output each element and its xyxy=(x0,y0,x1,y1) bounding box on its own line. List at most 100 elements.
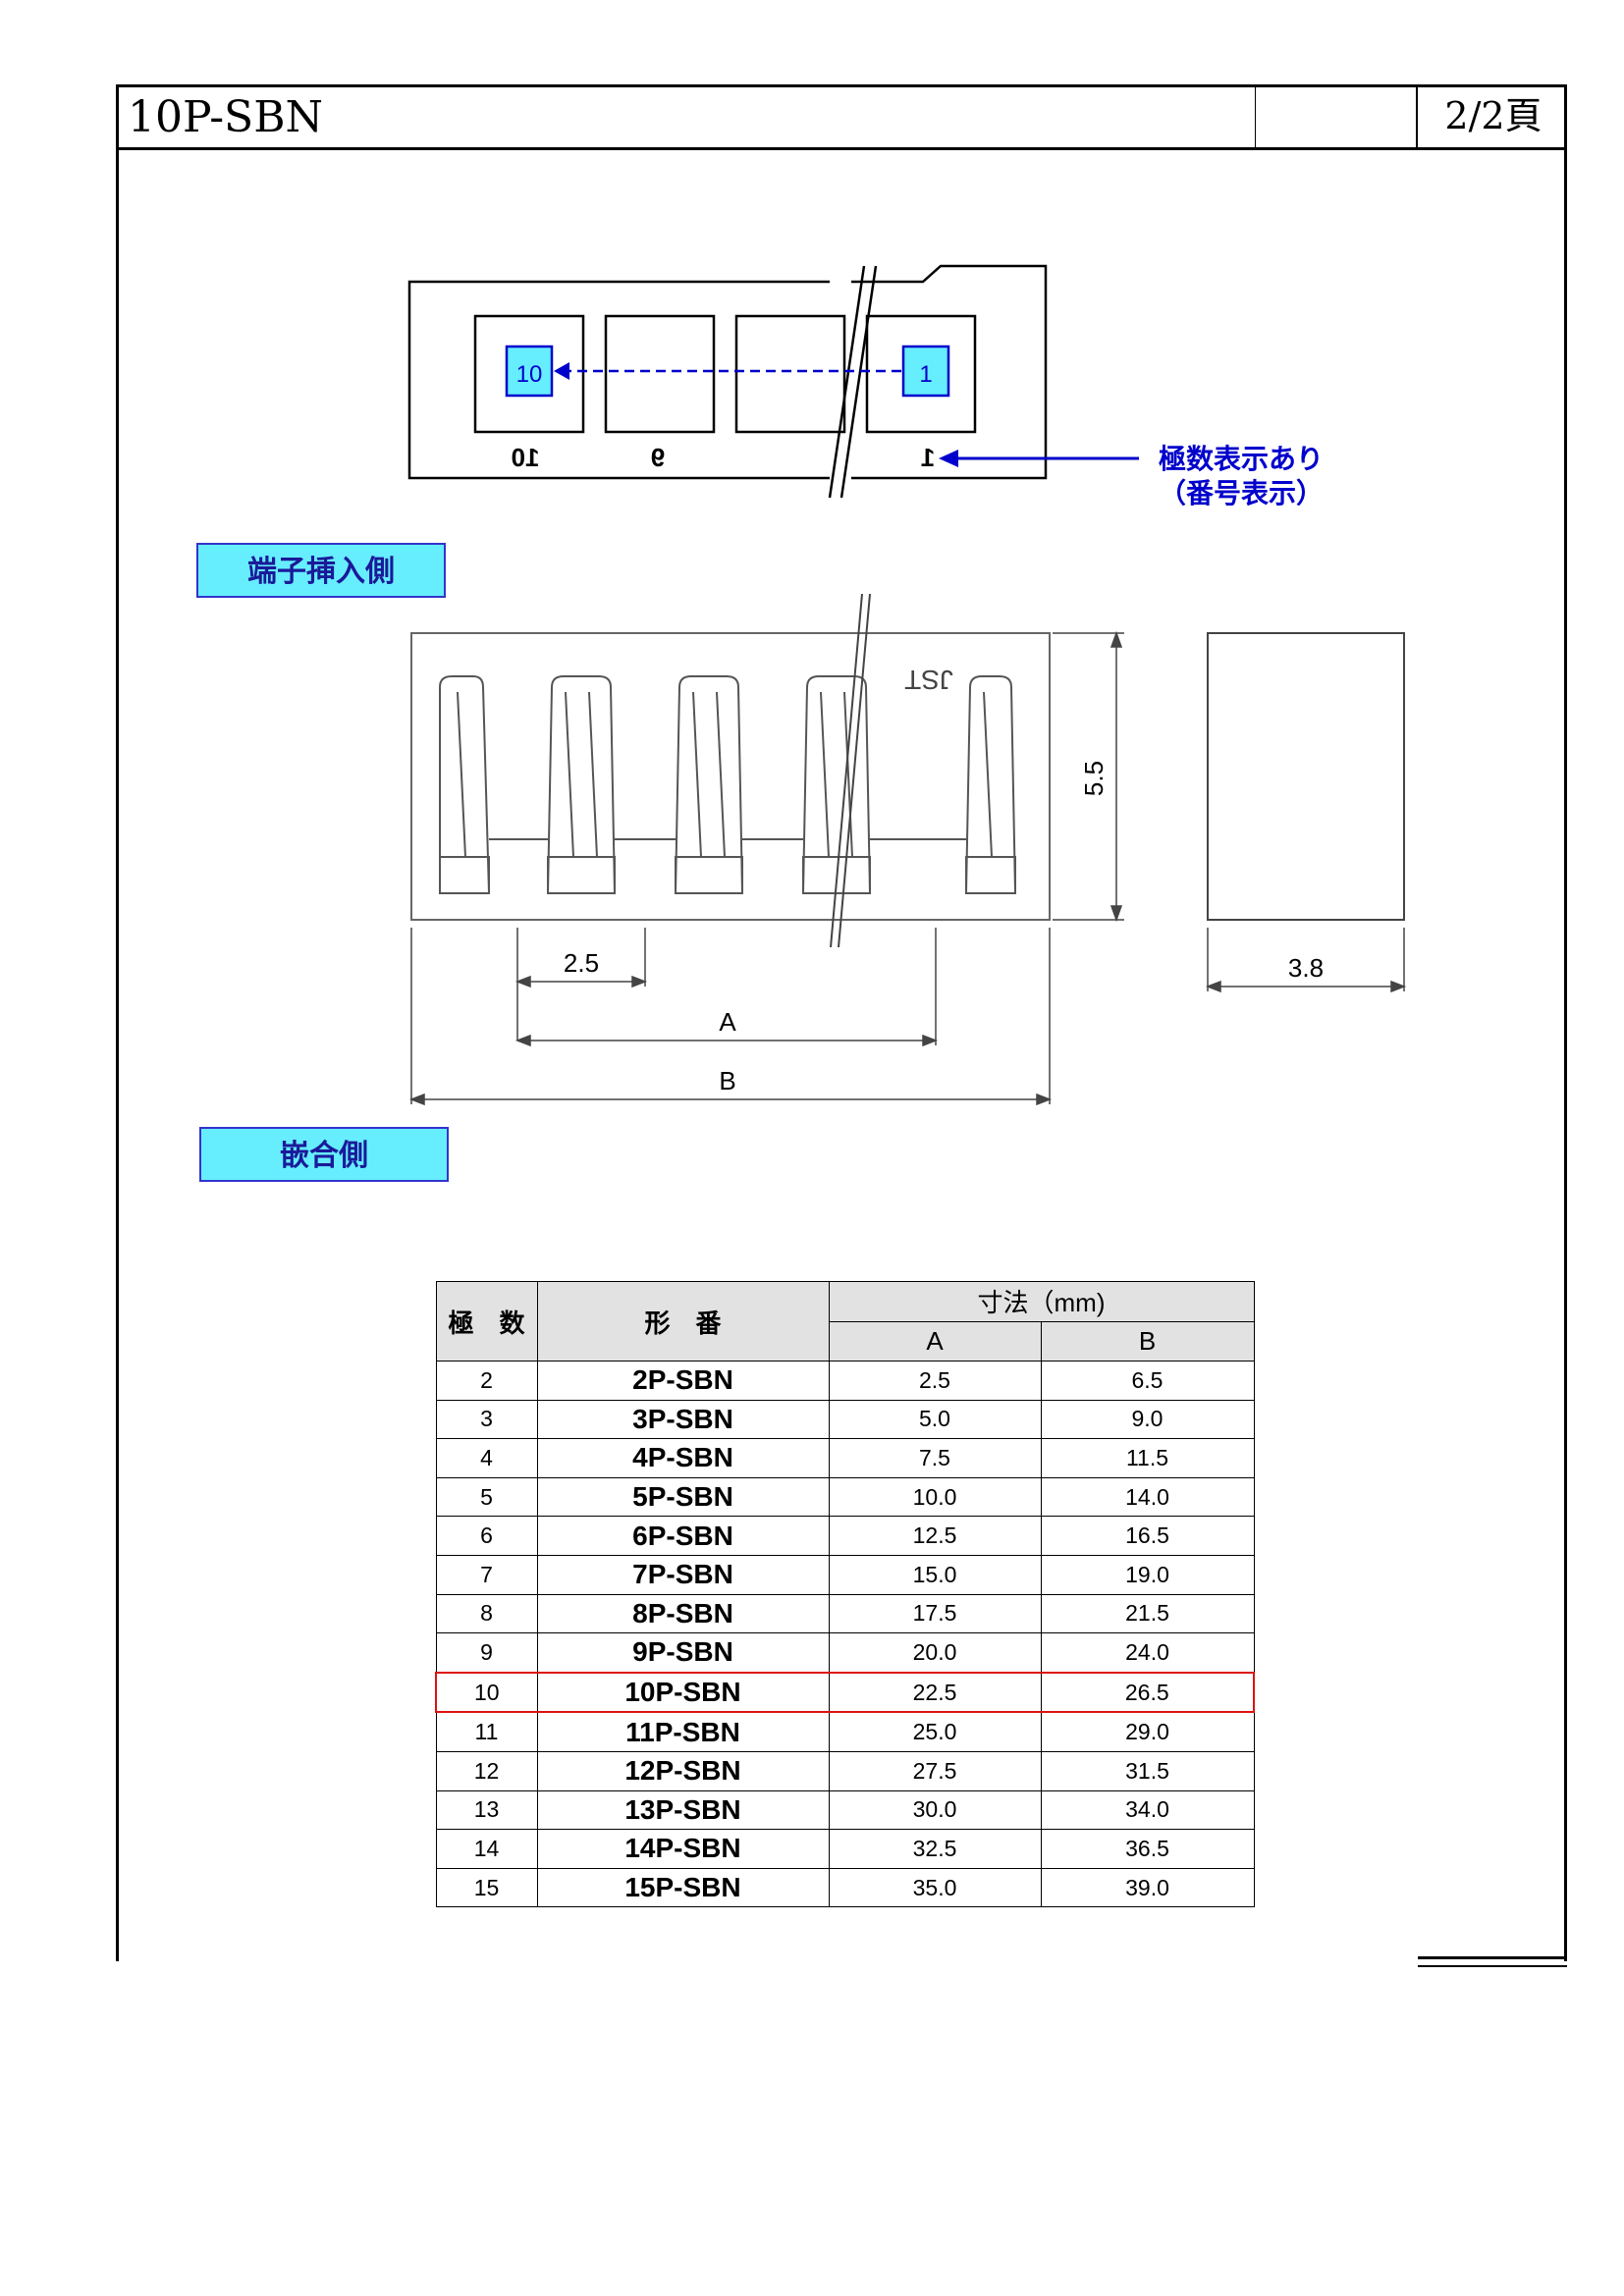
dim-depth-label: 3.8 xyxy=(1288,953,1324,983)
housing-front-outline xyxy=(410,632,1051,921)
jst-logo: JST xyxy=(904,665,953,695)
cell-b: 6.5 xyxy=(1040,1361,1255,1401)
pin-box-10 xyxy=(505,345,554,398)
section-label-terminal-insertion-side: 端子挿入側 xyxy=(196,543,446,598)
pin-label-10: 10 xyxy=(516,361,543,388)
cell-model: 11P-SBN xyxy=(536,1711,830,1752)
cell-b: 21.5 xyxy=(1040,1593,1255,1634)
cell-a: 20.0 xyxy=(828,1632,1042,1674)
cell-poles: 3 xyxy=(435,1399,538,1440)
header-dimensions: 寸法（mm) xyxy=(828,1281,1255,1322)
housing-outline-left xyxy=(407,280,830,480)
cell-a: 27.5 xyxy=(828,1750,1042,1791)
contact-foot-5 xyxy=(965,856,1016,894)
cell-b: 9.0 xyxy=(1040,1399,1255,1440)
cell-model: 2P-SBN xyxy=(536,1361,830,1401)
cell-poles: 7 xyxy=(435,1554,538,1595)
contact-slot-2 xyxy=(546,675,617,894)
header-poles: 極 数 xyxy=(435,1281,538,1362)
cell-a: 2.5 xyxy=(828,1361,1042,1401)
contact-slots xyxy=(439,675,1017,894)
cell-poles: 8 xyxy=(435,1593,538,1634)
cell-model: 10P-SBN xyxy=(536,1671,830,1714)
cell-b: 31.5 xyxy=(1040,1750,1255,1791)
contact-foot-1 xyxy=(439,856,490,894)
cell-poles: 2 xyxy=(435,1361,538,1401)
dim-height-label: 5.5 xyxy=(1079,761,1109,796)
header-dim-a: A xyxy=(828,1320,1042,1362)
cell-poles: 11 xyxy=(435,1711,538,1752)
document-title: 10P-SBN xyxy=(128,92,324,142)
contact-slot-3 xyxy=(674,675,744,894)
page-number: 2/2頁 xyxy=(1416,84,1569,147)
dim-pitch-label: 2.5 xyxy=(564,948,599,978)
cell-a: 22.5 xyxy=(828,1671,1042,1714)
cell-b: 24.0 xyxy=(1040,1632,1255,1674)
dim-a xyxy=(514,928,939,1047)
cell-b: 29.0 xyxy=(1040,1711,1255,1752)
cell-b: 11.5 xyxy=(1040,1438,1255,1478)
page-frame xyxy=(116,84,1567,1961)
contact-foot-4 xyxy=(802,856,871,894)
cell-poles: 10 xyxy=(435,1671,538,1714)
cell-b: 16.5 xyxy=(1040,1516,1255,1556)
front-view-drawing: JST 5.5 2.5 A xyxy=(408,594,1407,1106)
dim-height xyxy=(1053,630,1124,923)
cell-poles: 14 xyxy=(435,1829,538,1869)
cell-a: 12.5 xyxy=(828,1516,1042,1556)
slot-inner-lines xyxy=(457,691,993,858)
header-model: 形 番 xyxy=(536,1281,830,1362)
cell-poles: 12 xyxy=(435,1750,538,1791)
cell-a: 30.0 xyxy=(828,1789,1042,1831)
frame-bottom-rule xyxy=(1418,1956,1567,1967)
molded-mark-9: 9 xyxy=(651,443,665,472)
cell-a: 15.0 xyxy=(828,1554,1042,1595)
pin-label-1: 1 xyxy=(919,361,932,388)
cell-b: 39.0 xyxy=(1040,1867,1255,1908)
top-view-drawing: 10 1 10 9 1 極数表示あり （番号表示） xyxy=(407,264,1324,506)
dim-b xyxy=(408,928,1053,1106)
dim-a-label: A xyxy=(719,1007,736,1037)
dim-depth xyxy=(1205,928,1407,993)
cell-model: 8P-SBN xyxy=(536,1593,830,1634)
cell-model: 12P-SBN xyxy=(536,1750,830,1791)
cell-b: 19.0 xyxy=(1040,1554,1255,1595)
dim-b-label: B xyxy=(719,1066,735,1095)
note-text-line2: （番号表示） xyxy=(1159,477,1324,506)
break-mark xyxy=(828,265,878,499)
dim-pitch xyxy=(514,928,648,1041)
cell-model: 13P-SBN xyxy=(536,1789,830,1831)
front-break-mark xyxy=(830,594,871,948)
cell-b: 34.0 xyxy=(1040,1789,1255,1831)
cavity-1 xyxy=(865,314,977,434)
molded-mark-10: 10 xyxy=(512,443,540,472)
cell-model: 9P-SBN xyxy=(536,1632,830,1674)
cell-a: 32.5 xyxy=(828,1829,1042,1869)
contact-slot-1 xyxy=(439,675,491,894)
cell-poles: 4 xyxy=(435,1438,538,1478)
pin-box-1 xyxy=(901,345,950,398)
header-dim-b: B xyxy=(1040,1320,1255,1362)
cavity-9 xyxy=(604,314,716,434)
cell-b: 36.5 xyxy=(1040,1829,1255,1869)
cell-poles: 9 xyxy=(435,1632,538,1674)
cell-a: 5.0 xyxy=(828,1399,1042,1440)
cell-a: 10.0 xyxy=(828,1476,1042,1518)
cell-model: 14P-SBN xyxy=(536,1829,830,1869)
contact-foot-3 xyxy=(675,856,743,894)
cell-model: 7P-SBN xyxy=(536,1554,830,1595)
note-text-line1: 極数表示あり xyxy=(1159,444,1324,474)
contact-foot-2 xyxy=(547,856,616,894)
title-block: 10P-SBN 2/2頁 xyxy=(116,84,1567,150)
section-label-mating-side: 嵌合側 xyxy=(199,1127,449,1182)
